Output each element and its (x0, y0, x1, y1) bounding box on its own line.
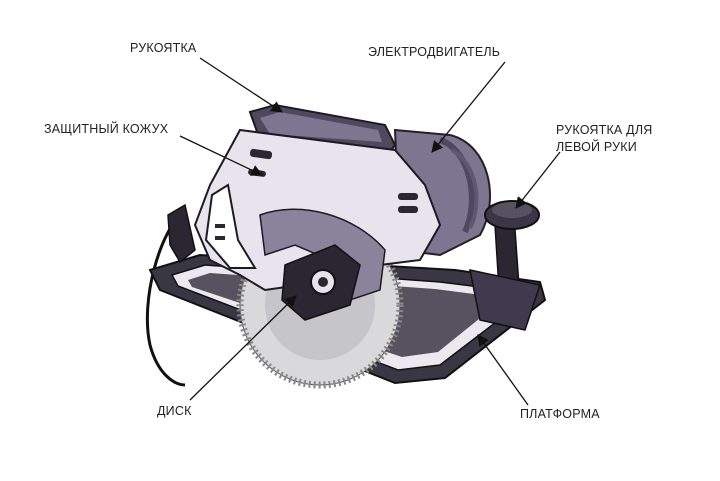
label-motor: ЭЛЕКТРОДВИГАТЕЛЬ (368, 45, 501, 59)
leader-left-handle (515, 151, 561, 209)
label-platform: ПЛАТФОРМА (520, 407, 600, 421)
label-guard: ЗАЩИТНЫЙ КОЖУХ (44, 122, 169, 136)
leader-disc (189, 295, 297, 401)
label-handle: РУКОЯТКА (130, 41, 197, 55)
label-left-handle: РУКОЯТКА ДЛЯ ЛЕВОЙ РУКИ (556, 123, 653, 154)
leader-motor (431, 61, 506, 153)
depth-lever-shape (167, 203, 196, 264)
leader-platform (477, 334, 529, 406)
leader-handle (199, 57, 283, 113)
blade-hub (281, 244, 361, 321)
power-cord (145, 208, 186, 387)
leader-guard (179, 135, 264, 176)
label-disc: ДИСК (157, 404, 192, 418)
left-hand-knob-shape (469, 200, 541, 331)
leader-lines (179, 57, 561, 406)
